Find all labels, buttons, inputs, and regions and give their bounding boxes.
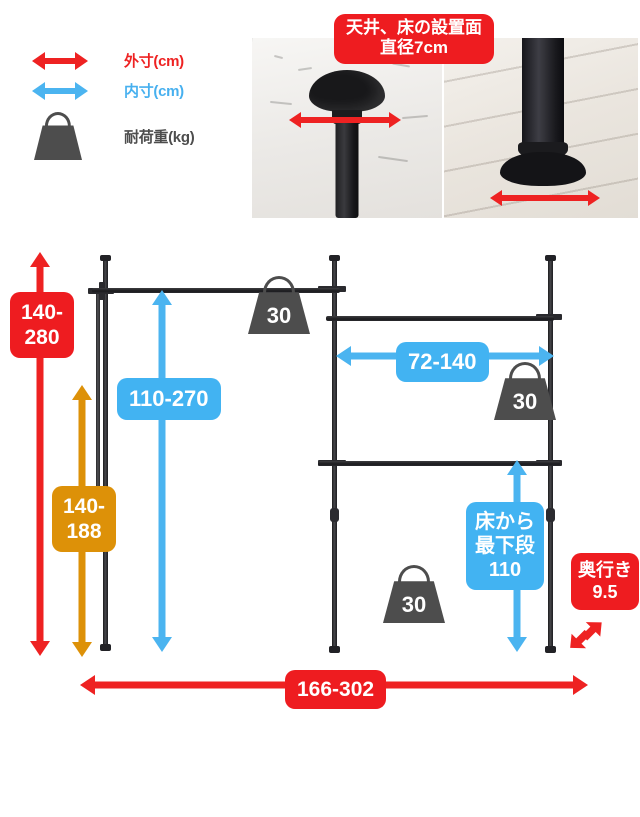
hanging-bar-upper-right: [326, 316, 554, 321]
lower-height-line1: 140-: [62, 495, 106, 518]
floor-base-diameter-arrow: [490, 190, 600, 206]
double-arrow-blue-icon: [32, 81, 88, 100]
ceiling-mount-photo: [252, 38, 442, 218]
legend-item-inner: 内寸(cm): [32, 80, 184, 101]
hanging-bar-upper-left: [92, 288, 340, 293]
lower-height-line2: 188: [66, 520, 102, 544]
load-badge-bottom: 30: [383, 565, 445, 623]
load-value: 30: [401, 591, 427, 617]
bottom-tier-line3: 110: [488, 559, 522, 581]
legend-label-load: 耐荷重(kg): [124, 128, 195, 146]
left-pole: [103, 258, 108, 648]
bottom-tier-height-label: 床から 最下段 110: [466, 502, 544, 590]
right-pole: [548, 258, 553, 650]
left-pole-top-cap: [100, 255, 111, 261]
total-width-label: 166-302: [285, 670, 387, 710]
installation-photos: [252, 38, 638, 218]
total-height-line1: 140-: [20, 301, 64, 324]
left-pole-foot: [100, 644, 111, 651]
depth-line1: 奥行き: [578, 560, 632, 580]
middle-pole-top-cap: [329, 255, 340, 261]
total-height-label: 140- 280: [10, 292, 74, 359]
inner-width-label: 72-140: [396, 342, 489, 383]
right-pole-foot: [545, 646, 556, 653]
bottom-tier-line1: 床から: [475, 511, 535, 533]
caption-line-2: 直径7cm: [379, 38, 449, 58]
load-value: 30: [512, 388, 538, 414]
ceiling-diameter-arrow: [289, 112, 401, 128]
legend-item-outer: 外寸(cm): [32, 50, 184, 71]
middle-pole-joint: [330, 508, 339, 522]
weight-icon: [34, 112, 82, 160]
double-arrow-red-icon: [32, 51, 88, 70]
load-badge-top-right: 30: [494, 362, 556, 420]
legend-label-inner: 内寸(cm): [124, 83, 184, 100]
legend: 外寸(cm) 内寸(cm) 耐荷重(kg): [0, 40, 250, 180]
depth-arrow: [563, 612, 609, 658]
total-height-line2: 280: [24, 326, 60, 350]
bottom-tier-line2: 最下段: [475, 535, 535, 557]
caption-line-1: 天井、床の設置面: [346, 18, 482, 37]
inner-height-label: 110-270: [117, 378, 221, 421]
middle-pole-foot: [329, 646, 340, 653]
legend-item-load: 耐荷重(kg): [34, 112, 195, 160]
left-inner-rod: [96, 292, 100, 514]
load-badge-top-left: 30: [248, 276, 310, 334]
hanging-bar-lower: [318, 461, 560, 466]
rack-diagram: 30 30 30 140- 280 140- 188 110-270 72-14…: [0, 230, 640, 710]
total-height-arrow: [30, 252, 50, 656]
depth-line2: 9.5: [592, 581, 618, 602]
floor-base-photo: [444, 38, 638, 218]
inner-height-arrow: [152, 290, 172, 652]
right-pole-top-cap: [545, 255, 556, 261]
depth-label: 奥行き 9.5: [571, 553, 639, 611]
legend-label-outer: 外寸(cm): [124, 53, 184, 70]
right-pole-joint: [546, 508, 555, 522]
lower-height-label: 140- 188: [52, 486, 116, 553]
load-value: 30: [266, 302, 292, 328]
middle-pole: [332, 258, 337, 650]
photo-caption-banner: 天井、床の設置面 直径7cm: [334, 14, 494, 65]
